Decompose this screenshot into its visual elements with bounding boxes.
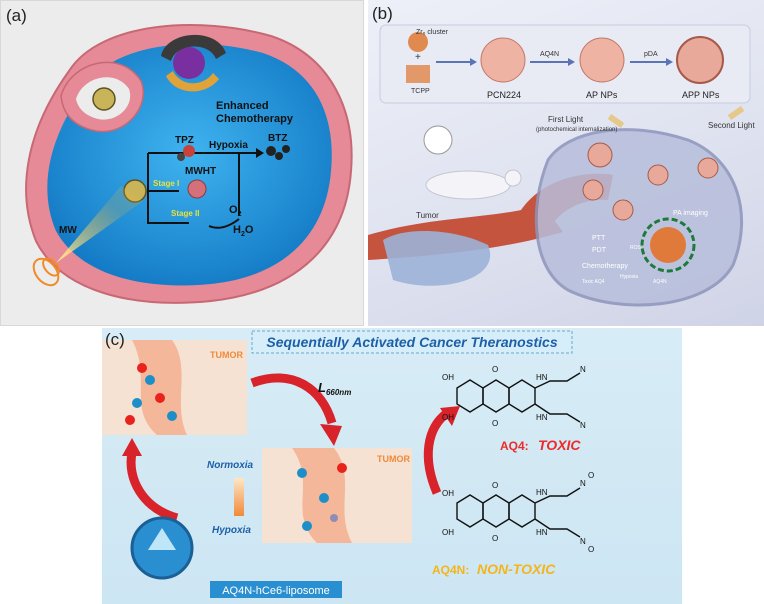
aq4n-o-top: O: [492, 481, 498, 490]
label-tumor-2: TUMOR: [377, 454, 410, 464]
label-pa-imaging: PA imaging: [673, 210, 708, 217]
arrow-conversion: [423, 409, 450, 495]
aq4n-hn-top: HN: [536, 488, 548, 497]
label-stage-1: Stage I: [153, 179, 179, 188]
label-toxic-aq4: Toxic AQ4: [582, 279, 605, 285]
label-normoxia: Normoxia: [207, 460, 254, 471]
aq4-oh-bottom: OH: [442, 413, 454, 422]
aq4-oh-top: OH: [442, 373, 454, 382]
aq4n-oh-top: OH: [442, 489, 454, 498]
label-o2: O2: [229, 204, 242, 218]
target-cell: [534, 128, 744, 307]
aq4n-hn-bottom: HN: [536, 528, 548, 537]
arrow-liposome-to-tissue: [126, 452, 179, 523]
antenna-icon: [32, 257, 60, 287]
label-app-nps: APP NPs: [682, 90, 720, 100]
pcn224-particle: [480, 37, 526, 83]
label-chemotherapy: Chemotherapy: [216, 113, 294, 125]
aq4-o-top: O: [492, 365, 498, 374]
app-particle: [676, 36, 724, 84]
nanoparticle-core: [173, 47, 205, 79]
label-pdt: PDT: [592, 247, 607, 254]
aq4n-n-bottom: N: [580, 537, 586, 546]
aq4n-n-top: N: [580, 479, 586, 488]
label-light: L660nm: [318, 380, 351, 397]
label-hypoxia-c: Hypoxia: [212, 525, 251, 536]
panel-a-label: (a): [6, 6, 27, 25]
aq4-o-bottom: O: [492, 419, 498, 428]
ap-particle: [579, 37, 625, 83]
label-mw: MW: [59, 225, 77, 236]
label-stage-2: Stage II: [171, 209, 199, 218]
synthesis-box: [379, 24, 751, 104]
aq4n-structure: [456, 487, 581, 538]
tumor-cluster: [383, 230, 491, 286]
aq4n-oh-bottom: OH: [442, 528, 454, 537]
label-hypoxia-b: Hypoxia: [620, 274, 638, 280]
label-mwht: MWHT: [185, 166, 216, 177]
zr-cluster-icon: [408, 32, 428, 52]
aq4-n-top: N: [580, 365, 586, 374]
aq4n-o-bottom: O: [492, 534, 498, 543]
label-first-light: First Light: [548, 115, 584, 124]
label-pcn224: PCN224: [487, 90, 521, 100]
label-tpz: TPZ: [175, 135, 194, 146]
mwht-particle: [187, 179, 207, 199]
label-enhanced: Enhanced: [216, 100, 269, 112]
oxygen-gradient-bar: [234, 478, 244, 516]
second-light-icon: [727, 105, 745, 121]
panel-c-diagram: Sequentially Activated Cancer Theranosti…: [102, 330, 594, 598]
microwave-beam: [56, 186, 143, 263]
liposome-label-box: [210, 581, 342, 598]
label-plus: +: [415, 52, 421, 63]
aq4n-o-top-n: O: [588, 471, 594, 480]
panel-b-diagram: Zr₆ cluster + TCPP PCN224 AQ4N AP NPs pD…: [368, 24, 755, 307]
label-hypoxia: Hypoxia: [209, 140, 248, 151]
label-liposome: AQ4N-hCe6-liposome: [222, 585, 330, 597]
nucleus: [650, 227, 686, 263]
panel-b-label: (b): [372, 4, 393, 23]
label-zr-cluster: Zr₆ cluster: [416, 29, 449, 36]
label-aq4n-b: AQ4N: [653, 279, 667, 285]
label-second-light: Second Light: [708, 121, 755, 130]
mouse-icon: [425, 170, 511, 200]
panel-c: Sequentially Activated Cancer Theranosti…: [102, 328, 682, 604]
aq4-hn-bottom: HN: [536, 413, 548, 422]
nanoparticle-incoming: [92, 87, 116, 111]
first-light-icon: [607, 113, 625, 129]
label-h2o: H2O: [233, 224, 254, 238]
label-ros: ROS: [630, 245, 642, 251]
label-tcpp: TCPP: [411, 88, 430, 95]
label-aq4n-name: AQ4N:: [432, 563, 469, 577]
label-ap-nps: AP NPs: [586, 90, 618, 100]
inset-particle: [423, 125, 453, 155]
arrow-light-activation: [250, 373, 337, 425]
panel-a-diagram: Enhanced Chemotherapy TPZ Hypoxia BTZ MW…: [25, 24, 353, 304]
label-tumor-1: TUMOR: [210, 350, 243, 360]
label-ptt: PTT: [592, 235, 606, 242]
tcpp-icon: [406, 65, 430, 83]
aq4-hn-top: HN: [536, 373, 548, 382]
label-aq4n-status: NON-TOXIC: [477, 561, 556, 577]
label-chemotherapy-b: Chemotherapy: [582, 263, 628, 270]
label-tumor: Tumor: [416, 211, 439, 220]
label-aq4-name: AQ4:: [500, 439, 529, 453]
aq4n-o-bottom-n: O: [588, 545, 594, 554]
aq4-n-bottom: N: [580, 421, 586, 430]
panel-a: Enhanced Chemotherapy TPZ Hypoxia BTZ MW…: [0, 0, 364, 326]
label-aq4n: AQ4N: [540, 51, 559, 58]
panel-b: Zr₆ cluster + TCPP PCN224 AQ4N AP NPs pD…: [368, 0, 764, 326]
label-pda: pDA: [644, 51, 658, 58]
label-first-light-note: (photochemical internalization): [536, 127, 617, 133]
panel-c-label: (c): [105, 330, 125, 349]
panel-c-title: Sequentially Activated Cancer Theranosti…: [266, 334, 557, 350]
label-btz: BTZ: [268, 133, 287, 144]
label-aq4-status: TOXIC: [538, 437, 581, 453]
title-box: [251, 330, 573, 354]
aq4-structure: [456, 372, 581, 423]
